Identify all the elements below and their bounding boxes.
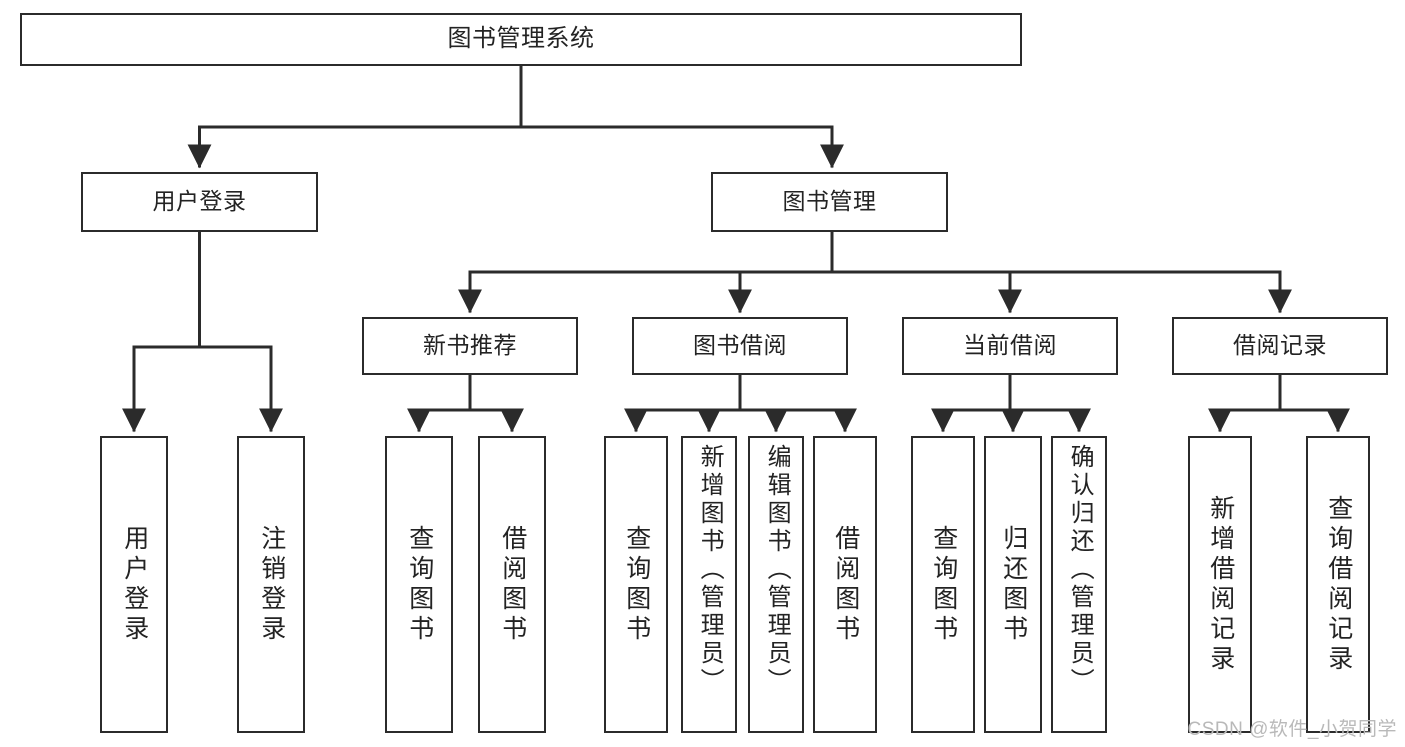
node-label: 新书推荐 — [423, 332, 517, 359]
node-label: 查询图书 — [405, 524, 434, 645]
node-label: 查询借阅记录 — [1324, 494, 1353, 675]
csdn-watermark: CSDN @软件_小贺同学 — [1187, 719, 1397, 740]
node-label: 归还图书 — [999, 524, 1028, 645]
node-borrow-record[interactable]: 借阅记录 — [1172, 317, 1388, 375]
node-label: 查询图书 — [622, 524, 651, 645]
node-label: 新增图书（管理员） — [696, 444, 724, 696]
leaf-user-login[interactable]: 用户登录 — [100, 436, 168, 733]
node-root-book-management-system[interactable]: 图书管理系统 — [20, 13, 1022, 66]
leaf-logout[interactable]: 注销登录 — [237, 436, 305, 733]
node-label: 图书管理系统 — [447, 25, 595, 53]
leaf-add-book-admin[interactable]: 新增图书（管理员） — [681, 436, 737, 733]
node-label: 借阅图书 — [498, 524, 527, 645]
node-book-borrow[interactable]: 图书借阅 — [632, 317, 848, 375]
node-label: 图书借阅 — [693, 332, 787, 359]
node-label: 借阅记录 — [1233, 332, 1327, 359]
node-label: 用户登录 — [120, 524, 149, 645]
leaf-add-borrow-record[interactable]: 新增借阅记录 — [1188, 436, 1252, 733]
leaf-return-book[interactable]: 归还图书 — [984, 436, 1042, 733]
node-label: 编辑图书（管理员） — [763, 444, 791, 696]
leaf-edit-book-admin[interactable]: 编辑图书（管理员） — [748, 436, 804, 733]
node-label: 新增借阅记录 — [1206, 494, 1235, 675]
node-label: 图书管理 — [782, 188, 877, 215]
leaf-confirm-return-admin[interactable]: 确认归还（管理员） — [1051, 436, 1107, 733]
node-new-book-recommend[interactable]: 新书推荐 — [362, 317, 578, 375]
node-current-borrow[interactable]: 当前借阅 — [902, 317, 1118, 375]
leaf-query-book-new-rec[interactable]: 查询图书 — [385, 436, 453, 733]
node-label: 当前借阅 — [963, 332, 1057, 359]
node-book-manage[interactable]: 图书管理 — [711, 172, 948, 232]
node-label: 借阅图书 — [831, 524, 860, 645]
leaf-query-book-current[interactable]: 查询图书 — [911, 436, 975, 733]
node-label: 注销登录 — [257, 524, 286, 645]
node-label: 确认归还（管理员） — [1066, 444, 1094, 696]
node-user-login[interactable]: 用户登录 — [81, 172, 318, 232]
leaf-query-book-borrow[interactable]: 查询图书 — [604, 436, 668, 733]
leaf-borrow-book-new-rec[interactable]: 借阅图书 — [478, 436, 546, 733]
node-label: 查询图书 — [929, 524, 958, 645]
node-label: 用户登录 — [152, 188, 247, 215]
leaf-borrow-book[interactable]: 借阅图书 — [813, 436, 877, 733]
leaf-query-borrow-record[interactable]: 查询借阅记录 — [1306, 436, 1370, 733]
